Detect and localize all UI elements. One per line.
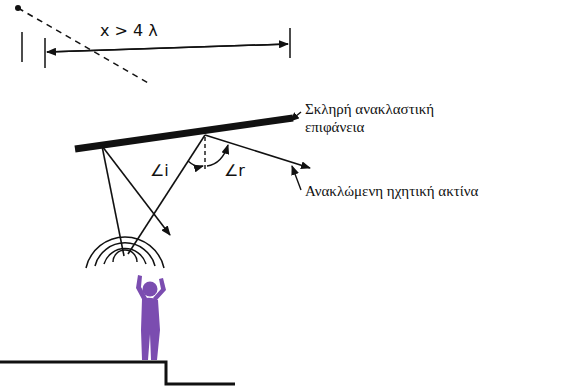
sound-waves <box>86 237 164 268</box>
dashed-line <box>18 8 150 84</box>
angle-arc <box>188 161 203 166</box>
dimension-label: x > 4 λ <box>100 22 158 40</box>
reflected-ray <box>205 135 310 168</box>
tick <box>21 32 23 62</box>
dimension-line <box>47 44 288 52</box>
reflected-ray <box>102 146 170 235</box>
reflective-surface <box>75 118 293 149</box>
callout-label: Σκληρή ανακλαστική επιφάνεια <box>305 100 490 136</box>
ledge <box>0 362 235 384</box>
callout-label: Ανακλώμενη ηχητική ακτίνα <box>305 182 490 200</box>
normal-line <box>204 137 205 170</box>
leader-line <box>292 166 301 190</box>
tick <box>44 38 46 68</box>
tick <box>289 28 291 58</box>
angle-label: ∠i <box>150 162 169 180</box>
angle-label: ∠r <box>224 162 245 180</box>
person-figure <box>136 275 166 360</box>
incident-ray <box>102 146 124 256</box>
incident-ray <box>128 135 205 254</box>
leader-line <box>290 112 301 121</box>
dimension-line <box>47 44 288 52</box>
